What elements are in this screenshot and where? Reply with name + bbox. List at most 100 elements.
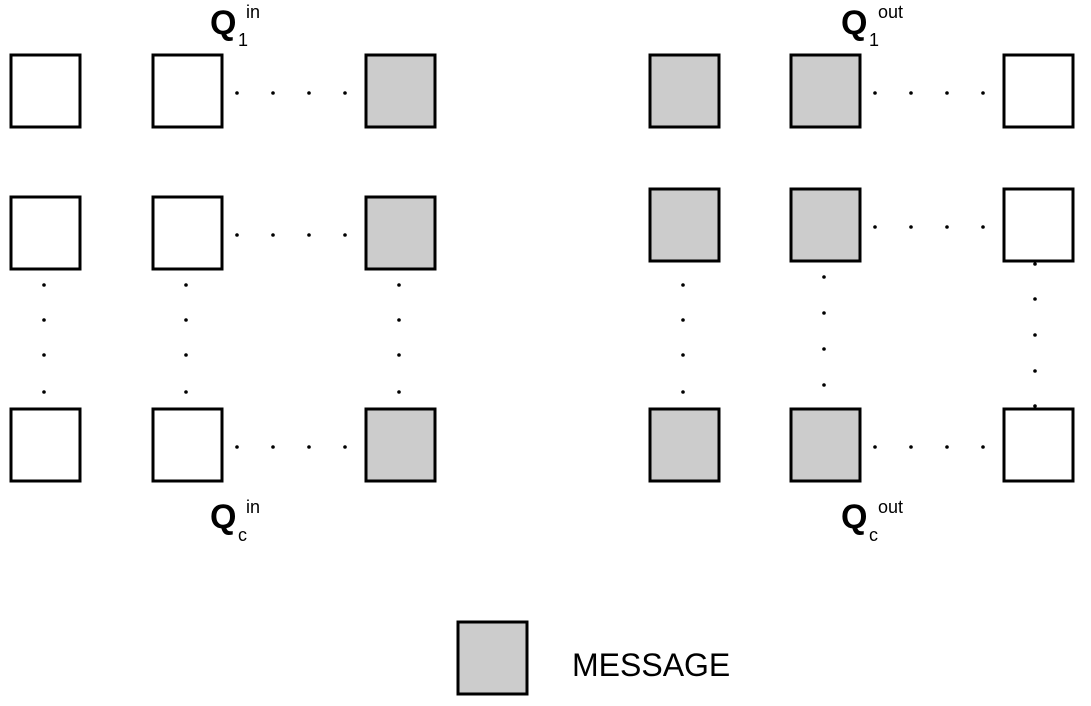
ellipsis-dot: [42, 318, 46, 322]
ellipsis-dot: [822, 383, 826, 387]
ellipsis-dot: [235, 233, 239, 237]
ellipsis-dot: [343, 233, 347, 237]
output-row-2-slot-last: [1002, 187, 1075, 263]
ellipsis-dot: [397, 390, 401, 394]
input-row-1-slot-last: [364, 53, 437, 129]
ellipsis-dot: [981, 91, 985, 95]
input-bottom-label-main: Q: [210, 498, 236, 536]
ellipsis-dot: [681, 318, 685, 322]
input-queue-row-c: [9, 407, 437, 483]
output-row-1-slot-2: [789, 53, 862, 129]
ellipsis-dot: [271, 91, 275, 95]
ellipsis-dot: [397, 353, 401, 357]
ellipsis-dot: [307, 445, 311, 449]
ellipsis-dot: [681, 353, 685, 357]
ellipsis-dot: [307, 91, 311, 95]
ellipsis-dot: [909, 445, 913, 449]
ellipsis-dot: [1033, 333, 1037, 337]
input-top-label: Q 1 in: [210, 2, 260, 50]
input-vertical-ellipsis: [42, 283, 401, 394]
input-queue-row-1: [9, 53, 437, 129]
output-queue-row-c: [648, 407, 1075, 483]
ellipsis-dot: [343, 91, 347, 95]
ellipsis-dot: [945, 91, 949, 95]
output-row-1-ellipsis: [873, 91, 985, 95]
input-row-2-slot-2: [151, 195, 224, 271]
ellipsis-dot: [1033, 262, 1037, 266]
ellipsis-dot: [42, 283, 46, 287]
ellipsis-dot: [42, 390, 46, 394]
output-bottom-label: Q c out: [841, 497, 903, 545]
input-row-c-slot-1: [9, 407, 82, 483]
legend-swatch: [456, 620, 529, 696]
ellipsis-dot: [271, 445, 275, 449]
input-top-label-sup: in: [246, 2, 260, 22]
ellipsis-dot: [873, 225, 877, 229]
input-row-2-ellipsis: [235, 233, 347, 237]
output-row-c-ellipsis: [873, 445, 985, 449]
input-bottom-label: Q c in: [210, 497, 260, 545]
output-row-1-slot-1: [648, 53, 721, 129]
output-row-c-slot-2: [789, 407, 862, 483]
input-top-label-sub: 1: [238, 30, 248, 50]
ellipsis-dot: [307, 233, 311, 237]
input-row-2-slot-1: [9, 195, 82, 271]
ellipsis-dot: [271, 233, 275, 237]
ellipsis-dot: [681, 283, 685, 287]
input-row-1-ellipsis: [235, 91, 347, 95]
ellipsis-dot: [981, 225, 985, 229]
ellipsis-dot: [822, 311, 826, 315]
input-bottom-label-sub: c: [238, 525, 247, 545]
ellipsis-dot: [1033, 404, 1037, 408]
ellipsis-dot: [873, 445, 877, 449]
output-queues: Q 1 out: [648, 2, 1075, 545]
output-vertical-ellipsis: [681, 262, 1037, 408]
output-row-2-slot-1: [648, 187, 721, 263]
ellipsis-dot: [235, 445, 239, 449]
output-top-label-sup: out: [878, 2, 903, 22]
input-queue-row-2: [9, 195, 437, 271]
input-row-1-slot-2: [151, 53, 224, 129]
ellipsis-dot: [184, 283, 188, 287]
ellipsis-dot: [397, 283, 401, 287]
ellipsis-dot: [184, 353, 188, 357]
ellipsis-dot: [235, 91, 239, 95]
ellipsis-dot: [909, 91, 913, 95]
ellipsis-dot: [397, 318, 401, 322]
input-row-2-slot-last: [364, 195, 437, 271]
ellipsis-dot: [1033, 297, 1037, 301]
ellipsis-dot: [681, 390, 685, 394]
ellipsis-dot: [873, 91, 877, 95]
ellipsis-dot: [42, 353, 46, 357]
ellipsis-dot: [822, 347, 826, 351]
output-row-c-slot-last: [1002, 407, 1075, 483]
ellipsis-dot: [909, 225, 913, 229]
input-queues: Q 1 in: [9, 2, 437, 545]
input-row-c-slot-last: [364, 407, 437, 483]
input-row-c-ellipsis: [235, 445, 347, 449]
legend: MESSAGE: [456, 620, 730, 696]
ellipsis-dot: [1033, 369, 1037, 373]
ellipsis-dot: [981, 445, 985, 449]
output-queue-row-1: [648, 53, 1075, 129]
ellipsis-dot: [822, 275, 826, 279]
output-bottom-label-sub: c: [869, 525, 878, 545]
input-bottom-label-sup: in: [246, 497, 260, 517]
ellipsis-dot: [945, 445, 949, 449]
input-row-c-slot-2: [151, 407, 224, 483]
ellipsis-dot: [945, 225, 949, 229]
output-top-label-main: Q: [841, 4, 867, 42]
ellipsis-dot: [184, 390, 188, 394]
ellipsis-dot: [184, 318, 188, 322]
output-bottom-label-sup: out: [878, 497, 903, 517]
input-top-label-main: Q: [210, 4, 236, 42]
ellipsis-dot: [343, 445, 347, 449]
output-top-label: Q 1 out: [841, 2, 903, 50]
output-row-2-ellipsis: [873, 225, 985, 229]
output-top-label-sub: 1: [869, 30, 879, 50]
output-row-2-slot-2: [789, 187, 862, 263]
input-row-1-slot-1: [9, 53, 82, 129]
output-bottom-label-main: Q: [841, 498, 867, 536]
